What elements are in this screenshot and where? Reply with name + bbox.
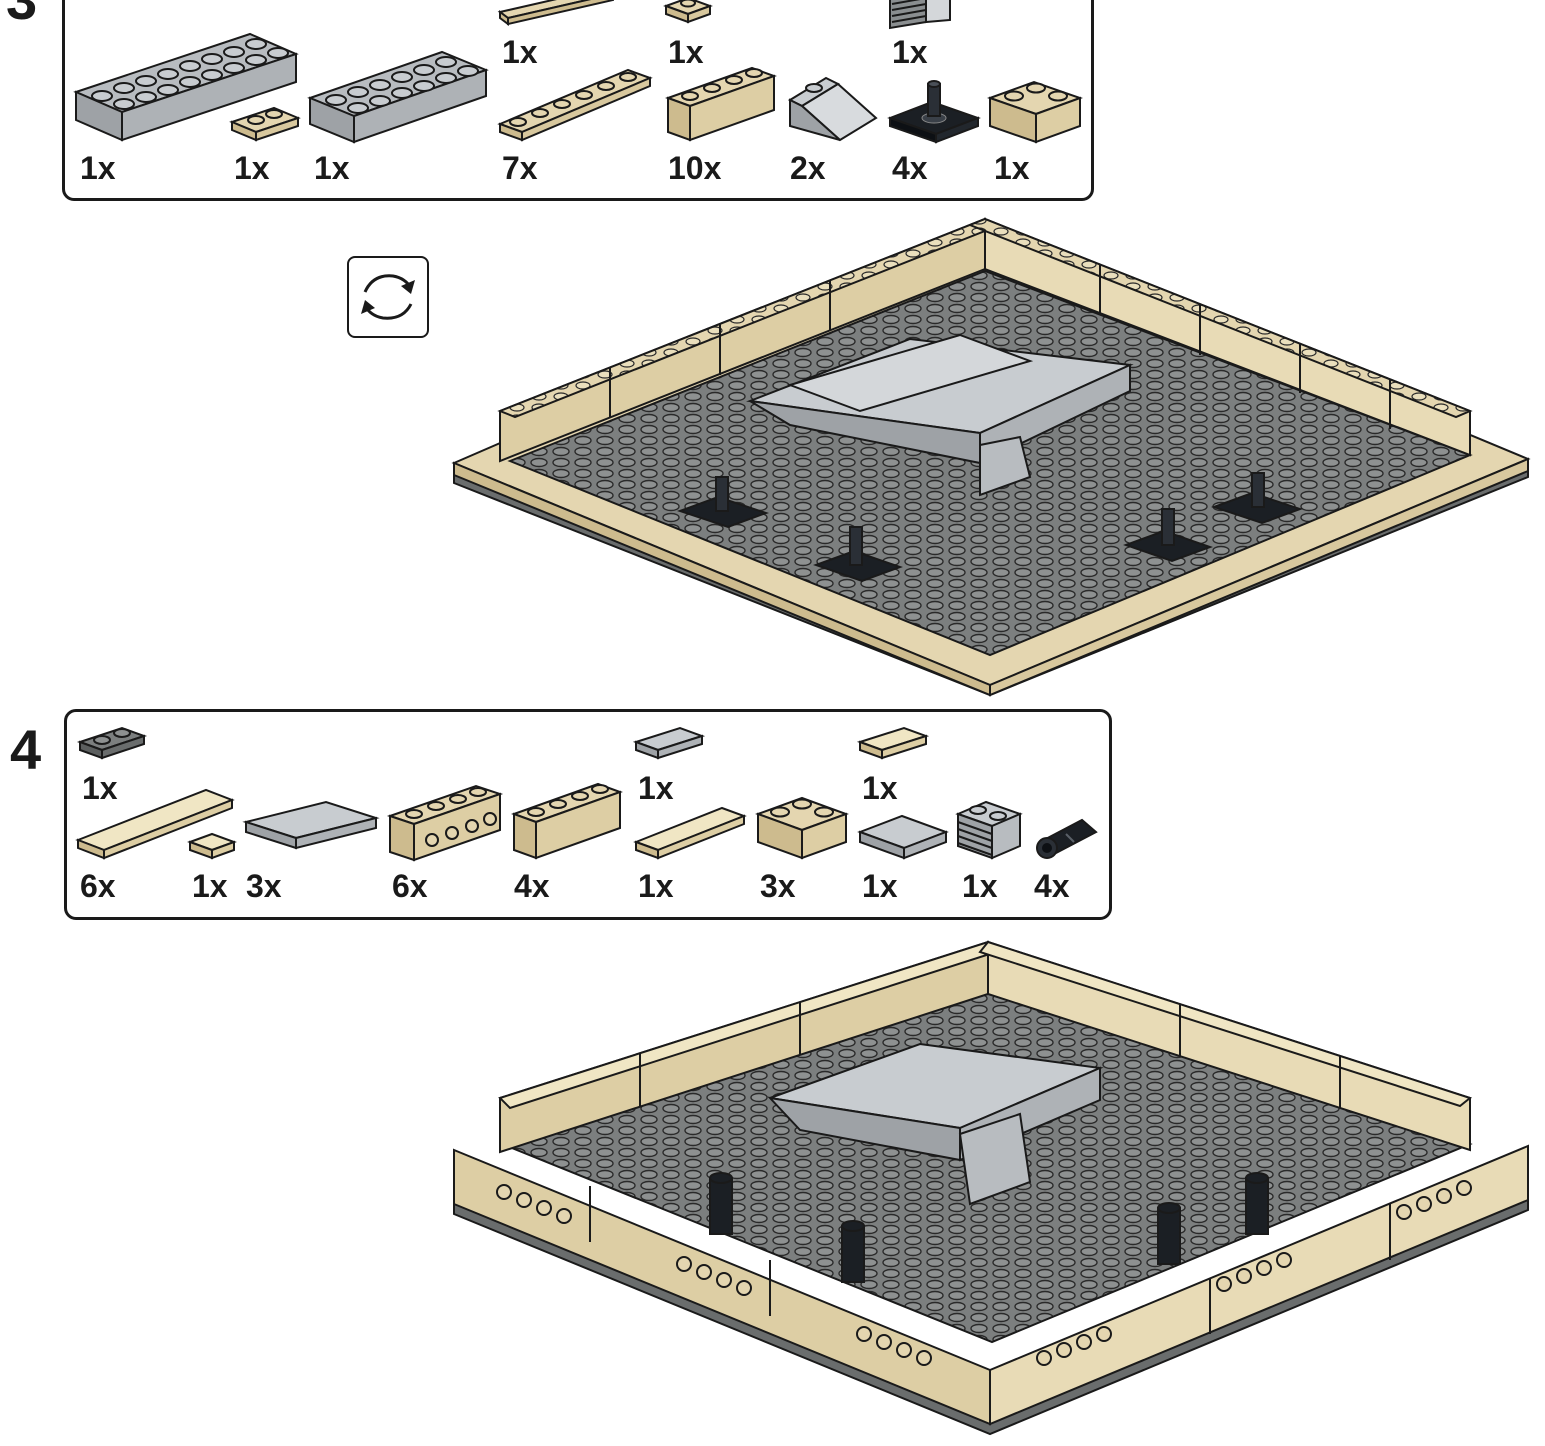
part-qty: 1x <box>80 150 116 186</box>
gray-slope-icon <box>787 76 878 142</box>
step-4-model <box>453 940 1529 1436</box>
part-qty: 1x <box>892 34 928 70</box>
gray-brick-2x8-icon <box>73 32 299 142</box>
tan-technic-brick-1x4-icon <box>386 784 504 862</box>
gray-tile-1x2-icon <box>632 726 706 760</box>
tan-brick-1x4-icon <box>665 66 777 142</box>
tan-plate-icon <box>497 0 614 26</box>
part-qty: 4x <box>1034 868 1070 904</box>
part-qty: 4x <box>892 150 928 186</box>
part-qty: 3x <box>760 868 796 904</box>
tan-plate-1x6-icon <box>497 68 653 142</box>
part-qty: 1x <box>234 150 270 186</box>
black-technic-pin-icon <box>1036 818 1098 859</box>
part-qty: 4x <box>514 868 550 904</box>
part-qty: 1x <box>502 34 538 70</box>
tan-brick-2x2-corner-icon <box>755 796 849 860</box>
tan-brick-1x4-icon <box>511 782 623 860</box>
grille-slope-icon <box>889 0 951 30</box>
part-qty: 1x <box>862 868 898 904</box>
step-4-number: 4 <box>10 718 42 781</box>
part-qty: 1x <box>862 770 898 806</box>
part-qty: 1x <box>192 868 228 904</box>
part-qty: 1x <box>638 770 674 806</box>
part-qty: 3x <box>246 868 282 904</box>
grille-brick-icon <box>955 800 1023 860</box>
gray-brick-2x6-icon <box>307 50 489 144</box>
part-qty: 1x <box>994 150 1030 186</box>
part-qty: 1x <box>638 868 674 904</box>
gray-tile-2x2-icon <box>857 814 949 860</box>
black-plate-with-pin-icon <box>887 80 981 144</box>
part-qty: 6x <box>80 868 116 904</box>
tan-tile-1x6-icon <box>75 788 235 860</box>
gray-tile-2x4-icon <box>242 800 380 850</box>
part-qty: 1x <box>314 150 350 186</box>
part-qty: 6x <box>392 868 428 904</box>
part-qty: 1x <box>962 868 998 904</box>
part-qty: 7x <box>502 150 538 186</box>
tan-tile-1x2-icon <box>856 726 930 760</box>
tan-tile-1x1-icon <box>187 832 237 860</box>
step-3-model <box>451 217 1531 697</box>
step-3-number: 3 <box>6 0 37 28</box>
tan-tile-1x4-icon <box>633 806 747 860</box>
tan-plate-1x2-icon <box>663 0 713 24</box>
rotate-model-icon <box>347 256 429 338</box>
dark-gray-plate-1x2-icon <box>76 726 148 760</box>
tan-brick-2x2-corner-icon <box>987 80 1083 144</box>
tan-plate-1x2-icon <box>229 106 301 142</box>
part-qty: 1x <box>82 770 118 806</box>
part-qty: 1x <box>668 34 704 70</box>
part-qty: 2x <box>790 150 826 186</box>
part-qty: 10x <box>668 150 722 186</box>
